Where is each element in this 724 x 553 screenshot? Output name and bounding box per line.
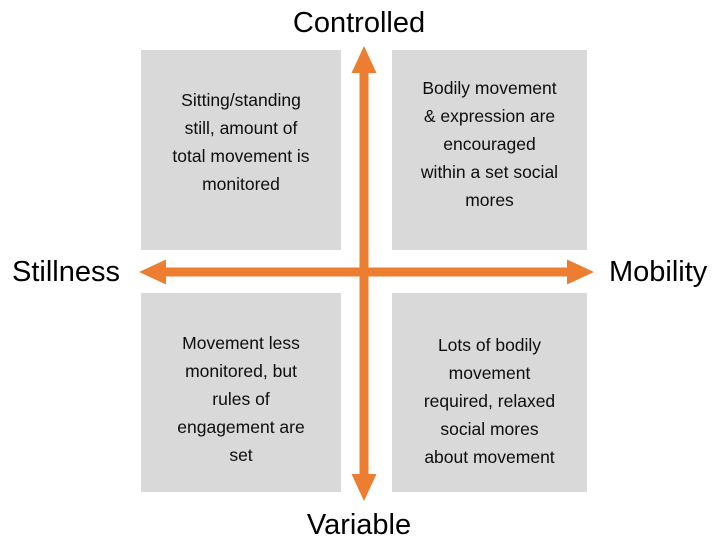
axis-label-mobility: Mobility [609,256,708,288]
quadrant-box-top-left: Sitting/standing still, amount of total … [141,50,341,250]
quadrant-text-top-left: Sitting/standing still, amount of total … [172,90,310,194]
horizontal-axis-arrow-icon [139,259,594,285]
axis-label-controlled: Controlled [292,7,426,39]
quadrant-text-top-right: Bodily movement & expression are encoura… [420,78,559,210]
quadrant-box-top-right: Bodily movement & expression are encoura… [392,50,587,250]
quadrant-box-bottom-right: Lots of bodily movement required, relaxe… [392,293,587,492]
vertical-axis-arrow-icon [351,46,377,501]
axis-label-variable: Variable [306,509,412,541]
quadrant-text-bottom-right: Lots of bodily movement required, relaxe… [423,334,556,467]
axis-label-stillness: Stillness [12,256,120,288]
quadrant-text-bottom-left: Movement less monitored, but rules of en… [177,332,305,465]
quadrant-box-bottom-left: Movement less monitored, but rules of en… [141,293,341,492]
